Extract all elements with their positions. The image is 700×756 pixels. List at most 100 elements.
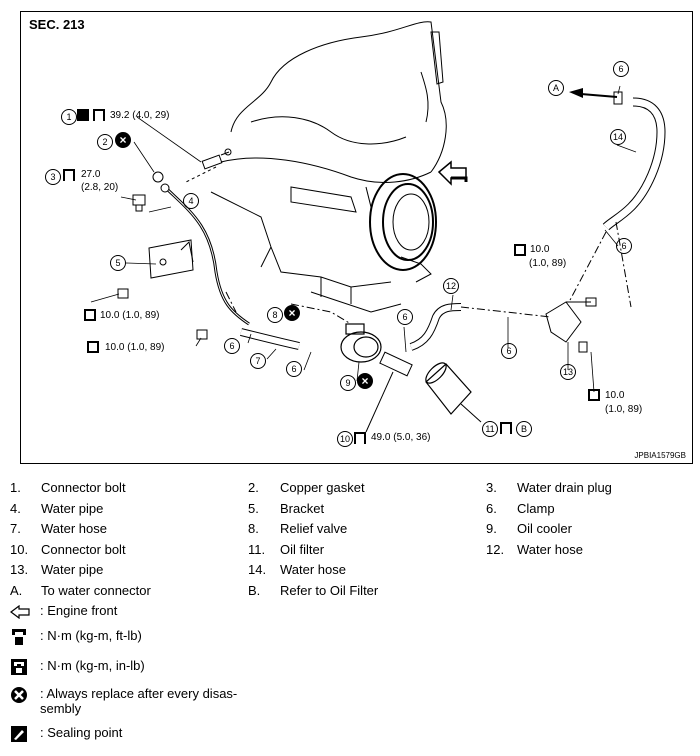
callout-3: 3 [45,169,61,185]
water-pipe-4 [166,188,250,326]
connector-bolt-1 [185,148,232,183]
torque-wrench-icon [354,432,366,444]
torque-wrench-icon [514,244,526,256]
symbol-row-replace: : Always replace after every disas-sembl… [0,686,700,722]
symbol-row-engine-front: : Engine front [0,603,700,623]
part-name: Clamp [517,501,555,516]
sealing-icon [77,109,89,121]
figure-id: JPBIA1579GB [634,451,686,460]
sealing-label: : Sealing point [40,725,123,740]
part-number: 9. [486,521,497,536]
torque-ftlb-label: : N·m (kg-m, ft-lb) [40,628,142,643]
torque-inlb-label: : N·m (kg-m, in-lb) [40,658,145,673]
torque-13c: 10.0 [605,390,625,401]
replace-label: : Always replace after every disas-sembl… [40,686,238,716]
engine-block [210,21,447,313]
part-name: Water hose [280,562,346,577]
diagram-drawing [90,21,666,433]
torque-wrench-icon [12,629,26,645]
part-number: 11. [248,542,266,557]
callout-6: 6 [224,338,240,354]
part-number: 8. [248,521,259,536]
part-name: Connector bolt [41,480,126,495]
callout-4: 4 [183,193,199,209]
callout-2: 2 [97,134,113,150]
part-name: Water pipe [41,501,104,516]
torque-wrench-icon [63,169,75,181]
oil-filter-11 [425,362,472,415]
part-name: Connector bolt [41,542,126,557]
callout-6: 6 [616,238,632,254]
part-name: Copper gasket [280,480,365,495]
torque-wrench-icon [588,389,600,401]
part-name: Water pipe [41,562,104,577]
callout-7: 7 [250,353,266,369]
replace-icon [11,687,27,703]
part-name: Refer to Oil Filter [280,583,379,598]
callout-6: 6 [501,343,517,359]
torque-4: 10.0 (1.0, 89) [105,342,165,353]
replace-icon: × [357,373,373,389]
part-number: 10. [10,542,29,557]
callout-10: 10 [337,431,353,447]
bracket-5 [148,239,194,279]
callout-14: 14 [610,129,626,145]
oil-cooler-9 [340,323,382,363]
callout-6: 6 [613,61,629,77]
torque-wrench-icon [500,422,512,434]
part-number: 6. [486,501,497,516]
torque-13d: (1.0, 89) [605,404,643,415]
torque-13a: 10.0 [530,244,550,255]
drain-plug-3 [132,194,146,212]
engine-front-label: : Engine front [40,603,118,618]
engine-front-arrow [437,160,467,186]
connector-bolt-10 [379,351,413,377]
callout-13: 13 [560,364,576,380]
part-number: 4. [10,501,21,516]
torque-5: 10.0 (1.0, 89) [100,310,160,321]
callout-8: 8 [267,307,283,323]
symbol-row-torque-ftlb: : N·m (kg-m, ft-lb) [0,628,700,648]
part-number: 14. [248,562,267,577]
part-letter: B. [248,583,261,598]
part-number: 12. [486,542,505,557]
part-name: Bracket [280,501,325,516]
exploded-view-diagram: SEC. 213 JPBIA1579GB [20,11,693,464]
replace-icon: × [284,305,300,321]
torque-3b: (2.8, 20) [81,182,119,193]
section-label: SEC. 213 [29,17,85,32]
torque-1: 39.2 (4.0, 29) [110,110,170,121]
sealing-icon [11,726,27,742]
part-number: 1. [10,480,21,495]
engine-front-arrow-icon [10,605,30,619]
callout-B: B [516,421,532,437]
callout-9: 9 [340,375,356,391]
part-number: 2. [248,480,259,495]
part-number: 7. [10,521,21,536]
replace-icon: × [115,132,131,148]
part-number: 5. [248,501,259,516]
part-letter: A. [10,583,23,598]
part-name: Water hose [517,542,583,557]
part-name: Relief valve [280,521,348,536]
water-pipe-13 [545,297,597,353]
torque-wrench-icon [84,309,96,321]
callout-12: 12 [443,278,459,294]
part-name: Oil filter [280,542,325,557]
callout-6: 6 [286,361,302,377]
part-name: To water connector [41,583,151,598]
part-name: Oil cooler [517,521,572,536]
symbol-row-sealing: : Sealing point [0,725,700,745]
callout-11: 11 [482,421,498,437]
torque-wrench-filled-icon [11,659,27,675]
part-name: Water drain plug [517,480,612,495]
callout-5: 5 [110,255,126,271]
crank-pulley [369,173,437,271]
torque-wrench-icon [93,109,105,121]
torque-3a: 27.0 [81,169,101,180]
symbol-row-torque-inlb: : N·m (kg-m, in-lb) [0,658,700,678]
part-number: 13. [10,562,29,577]
part-name: Water hose [41,521,107,536]
torque-10: 49.0 (5.0, 36) [371,432,431,443]
callout-6: 6 [397,309,413,325]
